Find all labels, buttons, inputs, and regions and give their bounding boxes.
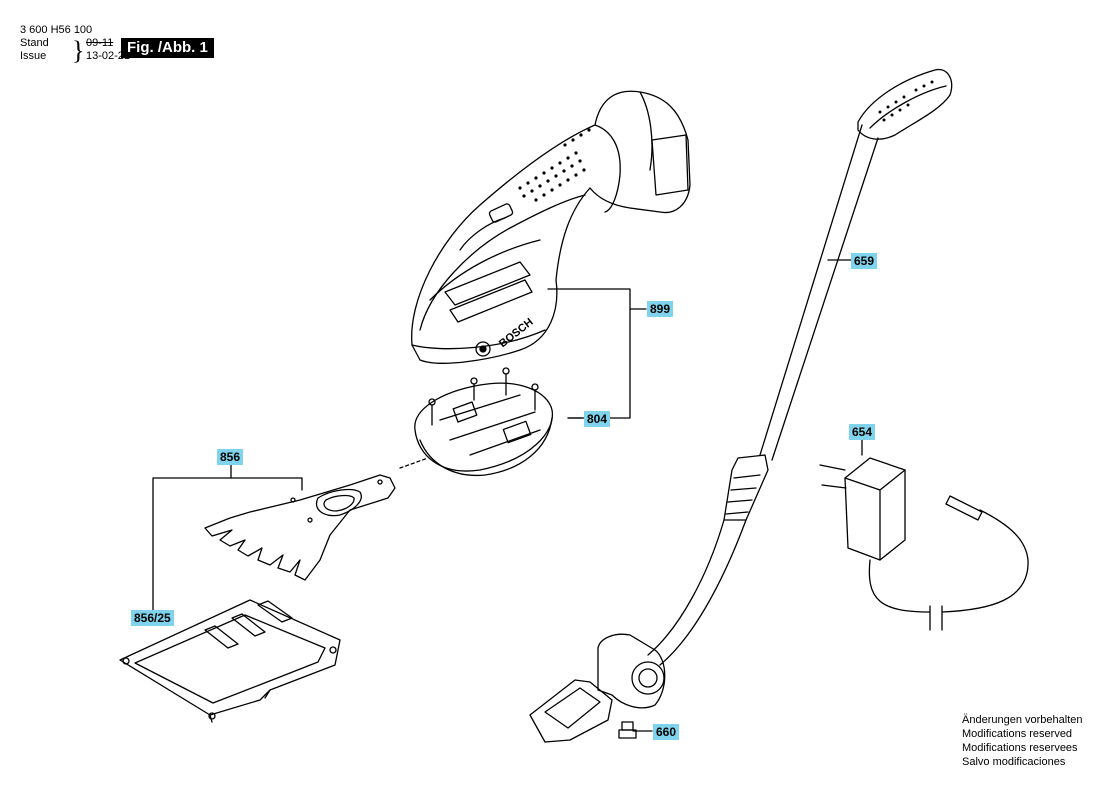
screw-drawing — [618, 721, 637, 739]
base-plate-drawing — [414, 367, 554, 477]
notice-line-de: Änderungen vorbehalten — [962, 714, 1083, 726]
doc-number: 3 600 H56 100 — [20, 24, 93, 36]
modifications-notice: Änderungen vorbehalten Modifications res… — [962, 713, 1082, 769]
leader-lines — [152, 259, 863, 732]
charger-drawing — [819, 457, 1029, 631]
issue-label: Issue — [20, 50, 47, 62]
callout-804: 804 — [584, 411, 611, 427]
issue-value: 13-02-21 — [86, 50, 131, 62]
callout-856-25: 856/25 — [131, 610, 174, 626]
blade-drawing — [204, 474, 396, 581]
figure-label: Fig. /Abb. 1 — [121, 38, 214, 58]
brace-glyph: } — [72, 36, 85, 65]
notice-line-en: Modifications reserved — [962, 728, 1073, 740]
stand-label: Stand — [20, 37, 49, 49]
shear-body-drawing: BOSCH — [411, 90, 691, 364]
callout-660: 660 — [653, 724, 680, 740]
notice-line-fr: Modifications reservees — [962, 742, 1078, 754]
blade-guard-drawing — [119, 599, 341, 723]
callout-659: 659 — [851, 253, 878, 269]
callout-899: 899 — [647, 301, 674, 317]
callout-856: 856 — [217, 449, 244, 465]
callout-654: 654 — [849, 424, 876, 440]
stand-value: 09-11 — [86, 37, 114, 49]
telescopic-handle-drawing — [529, 68, 953, 743]
document-header: 3 600 H56 100 Stand Issue } 09-11 13-02-… — [20, 24, 130, 65]
notice-line-es: Salvo modificaciones — [962, 756, 1066, 768]
